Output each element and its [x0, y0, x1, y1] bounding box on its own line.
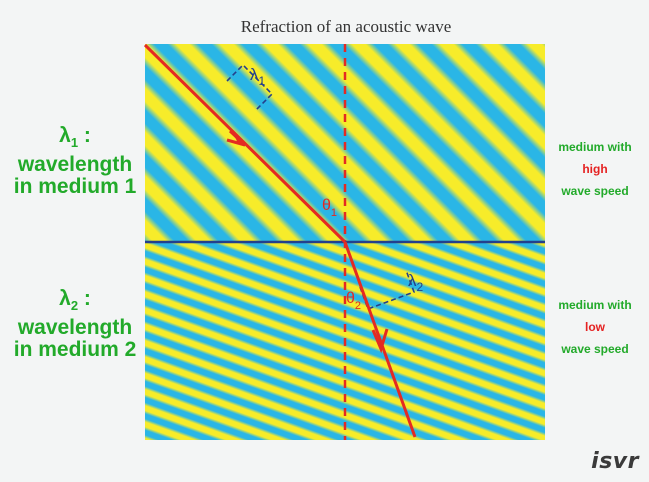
wavelength-label-medium1: λ1 : wavelength in medium 1 [0, 125, 150, 198]
theta1-subscript: 1 [331, 207, 337, 219]
wavelength-label-medium2: λ2 : wavelength in medium 2 [0, 288, 150, 361]
wavelength2-symbol-line: λ2 : [0, 288, 150, 317]
isvr-logo: isvr [591, 449, 639, 474]
lambda1-symbol: λ [250, 65, 259, 84]
speed-label-medium2: medium with low wave speed [535, 294, 649, 360]
refracted-ray [343, 241, 417, 438]
speed2-line1: medium with [558, 298, 632, 312]
wavelength2-symbol: λ [59, 287, 71, 310]
speed1-line1: medium with [558, 140, 632, 154]
theta1-symbol: θ [322, 197, 331, 214]
theta2-subscript: 2 [355, 300, 361, 312]
wavelength1-symbol: λ [59, 124, 71, 147]
theta2-symbol: θ [346, 290, 355, 307]
wavelength1-symbol-line: λ1 : [0, 125, 150, 154]
speed1-line3: wave speed [561, 184, 629, 198]
wavelength2-subscript: 2 [70, 298, 79, 314]
lambda1-subscript: 1 [259, 74, 266, 88]
wavelength2-colon: : [78, 287, 91, 310]
wavelength2-line1: wavelength [17, 316, 133, 340]
speed-label-medium1: medium with high wave speed [535, 136, 649, 202]
lambda1-marker [226, 63, 274, 111]
incident-ray-arrowhead-lines [226, 129, 247, 147]
lambda2-diagram-label: λ2 [408, 271, 424, 294]
wavelength2-line2: in medium 2 [13, 338, 137, 362]
lambda2-symbol: λ [408, 271, 417, 290]
theta1-label: θ1 [322, 197, 337, 219]
lambda1-diagram-label: λ1 [250, 65, 266, 88]
wavelength1-colon: : [78, 124, 91, 147]
speed2-line3: wave speed [561, 342, 629, 356]
wavelength1-line1: wavelength [17, 153, 133, 177]
diagram-title: Refraction of an acoustic wave [240, 17, 452, 36]
wavelength1-line2: in medium 1 [13, 175, 137, 199]
wavelength1-subscript: 1 [70, 135, 79, 151]
lambda2-subscript: 2 [417, 280, 424, 294]
speed1-highlight: high [582, 162, 608, 176]
theta2-label: θ2 [346, 290, 361, 312]
refracted-ray-arrowhead [371, 328, 389, 354]
speed2-highlight: low [585, 320, 605, 334]
